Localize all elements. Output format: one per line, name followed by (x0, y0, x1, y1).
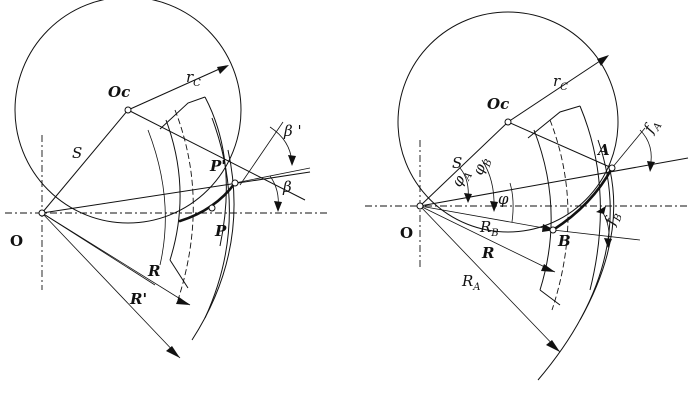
left-pitch-arc (174, 109, 194, 301)
right-label-fa: fA (639, 116, 664, 138)
left-label-r-prime: R' (129, 290, 147, 308)
left-outer-arc-2 (191, 149, 235, 341)
left-line-oc-pprime (127, 109, 306, 201)
left-line-extra (41, 212, 156, 286)
right-line-ra (419, 205, 561, 353)
right-line-r (419, 205, 556, 273)
right-point-o (416, 202, 424, 210)
left-rc-arrowhead (217, 65, 229, 74)
left-rprime-arrowhead (166, 346, 180, 358)
right-line-oc-a (507, 121, 613, 169)
right-r-arrowhead (541, 264, 555, 272)
right-fa-line (611, 127, 646, 169)
left-label-pprime: P' (209, 157, 226, 175)
left-point-o (38, 209, 46, 217)
left-outer-arc-1 (204, 117, 230, 319)
right-phi-b-arrow (490, 201, 498, 212)
right-diagram: O Oc rC S A B φA φB φ RB R RA fA fB (365, 11, 689, 381)
right-ra-arrowhead (546, 340, 560, 352)
right-line-rb (419, 205, 556, 231)
right-follower-top (527, 105, 581, 139)
left-line-rc (127, 65, 227, 111)
right-label-oc: Oc (487, 95, 509, 113)
right-rc-arrowhead (597, 55, 609, 66)
right-outer-arc (537, 139, 611, 381)
left-label-s: S (72, 144, 82, 162)
right-fb-arrow-top (596, 206, 606, 214)
right-follower-inner (533, 129, 552, 291)
left-label-beta-prime: β ' (283, 122, 302, 140)
left-beta-line (234, 167, 311, 184)
left-tangent-line (239, 121, 284, 186)
right-label-ra: RA (461, 272, 481, 293)
right-label-phi-b: φB (469, 154, 495, 178)
left-label-rc: rC (186, 68, 201, 89)
right-label-s: S (452, 154, 462, 172)
right-point-b (549, 226, 557, 234)
left-label-p: P (214, 222, 227, 240)
left-line-o-pprime (41, 171, 311, 214)
left-point-oc (124, 106, 132, 114)
right-pitch-arc (549, 119, 569, 311)
left-line-r-prime (41, 212, 181, 359)
right-follower-bottom (539, 289, 561, 306)
right-label-rb: RB (479, 218, 499, 239)
right-fa-arrow (647, 161, 655, 172)
right-point-oc (504, 118, 512, 126)
right-follower-outer (579, 105, 601, 291)
right-phi-a-arrow (464, 193, 472, 203)
left-large-circle (14, 0, 242, 224)
right-cam-profile (551, 166, 614, 232)
right-phi-arc (509, 182, 514, 223)
left-diagram: O Oc S rC P' P R R' β ' β (5, 0, 330, 359)
left-label-oc: Oc (108, 83, 130, 101)
left-label-o: O (10, 232, 23, 250)
left-point-pprime (231, 179, 239, 187)
right-label-rc: rC (553, 72, 568, 93)
right-line-rc (507, 56, 607, 123)
right-large-circle (397, 11, 619, 233)
left-follower-bottom (169, 259, 189, 289)
left-label-beta: β (282, 178, 292, 196)
right-label-b: B (557, 232, 571, 250)
right-label-a: A (596, 141, 610, 159)
right-line-o-a (419, 157, 689, 207)
right-line-s (419, 121, 509, 207)
left-follower-top (159, 96, 206, 130)
left-follower-inner (165, 119, 181, 261)
right-label-r: R (481, 244, 494, 262)
left-r-arrowhead (176, 297, 190, 305)
right-label-o: O (400, 224, 413, 242)
left-beta-prime-arrow (288, 155, 296, 166)
left-beta-arrow (274, 201, 282, 212)
left-inner-arc (147, 129, 166, 266)
right-label-phi: φ (498, 190, 509, 208)
right-fb-line (552, 229, 641, 241)
left-point-p (208, 204, 216, 212)
left-line-s (41, 109, 129, 214)
left-label-r: R (147, 262, 160, 280)
right-point-a (608, 164, 616, 172)
right-fb-arrow-bottom (604, 238, 612, 248)
